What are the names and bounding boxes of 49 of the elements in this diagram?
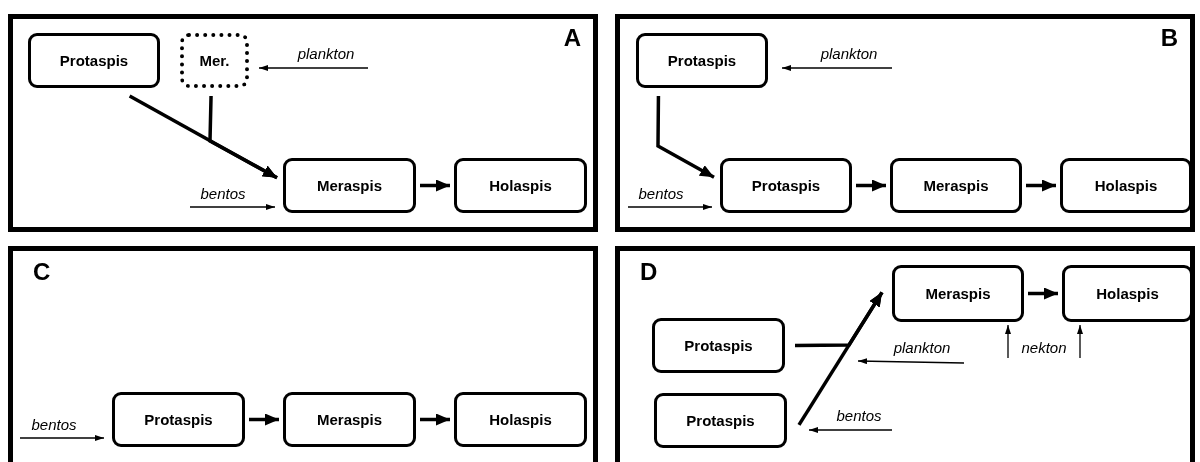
arrow bbox=[627, 204, 713, 210]
stage-box: Holaspis bbox=[1062, 265, 1193, 322]
habitat-label: bentos bbox=[826, 406, 892, 428]
arrow bbox=[1028, 287, 1058, 300]
stage-box: Holaspis bbox=[454, 392, 587, 447]
arrow bbox=[857, 358, 965, 365]
habitat-label: nekton bbox=[1012, 338, 1076, 358]
arrow bbox=[249, 413, 279, 426]
panel-letter: D bbox=[640, 259, 658, 285]
habitat-label: plankton bbox=[284, 44, 368, 66]
arrow bbox=[797, 291, 884, 426]
stage-box: Meraspis bbox=[283, 392, 416, 447]
stage-box: Protaspis bbox=[636, 33, 768, 88]
arrow bbox=[420, 413, 450, 426]
stage-box: Meraspis bbox=[890, 158, 1022, 213]
arrow bbox=[19, 435, 105, 441]
stage-box: Protaspis bbox=[28, 33, 160, 88]
panel-letter: C bbox=[33, 259, 51, 285]
arrow bbox=[856, 179, 886, 192]
stage-box: Protaspis bbox=[652, 318, 785, 373]
habitat-label: plankton bbox=[880, 338, 964, 360]
panel-letter: B bbox=[1160, 25, 1178, 51]
stage-box: Holaspis bbox=[454, 158, 587, 213]
arrow bbox=[189, 204, 276, 210]
panel-frame bbox=[615, 14, 1195, 232]
panel-frame bbox=[8, 246, 598, 462]
dotted-stage-box: Mer. bbox=[180, 33, 249, 88]
arrow bbox=[1005, 324, 1011, 359]
stage-box: Protaspis bbox=[654, 393, 787, 448]
arrow bbox=[1077, 324, 1083, 359]
stage-box: Protaspis bbox=[720, 158, 852, 213]
stage-box: Meraspis bbox=[892, 265, 1024, 322]
arrow bbox=[420, 179, 450, 192]
arrow bbox=[208, 95, 278, 180]
stage-box: Protaspis bbox=[112, 392, 245, 447]
arrow bbox=[781, 65, 893, 71]
stage-box: Meraspis bbox=[283, 158, 416, 213]
arrow bbox=[258, 65, 369, 71]
panel-letter: A bbox=[563, 25, 581, 51]
habitat-label: bentos bbox=[628, 184, 694, 206]
panel-frame bbox=[8, 14, 598, 232]
habitat-label: bentos bbox=[20, 415, 88, 437]
arrow bbox=[1026, 179, 1056, 192]
arrow bbox=[808, 427, 893, 433]
arrow bbox=[656, 96, 715, 179]
stage-box: Holaspis bbox=[1060, 158, 1192, 213]
panel-frame bbox=[615, 246, 1195, 462]
habitat-label: bentos bbox=[190, 184, 256, 206]
habitat-label: plankton bbox=[806, 44, 892, 66]
